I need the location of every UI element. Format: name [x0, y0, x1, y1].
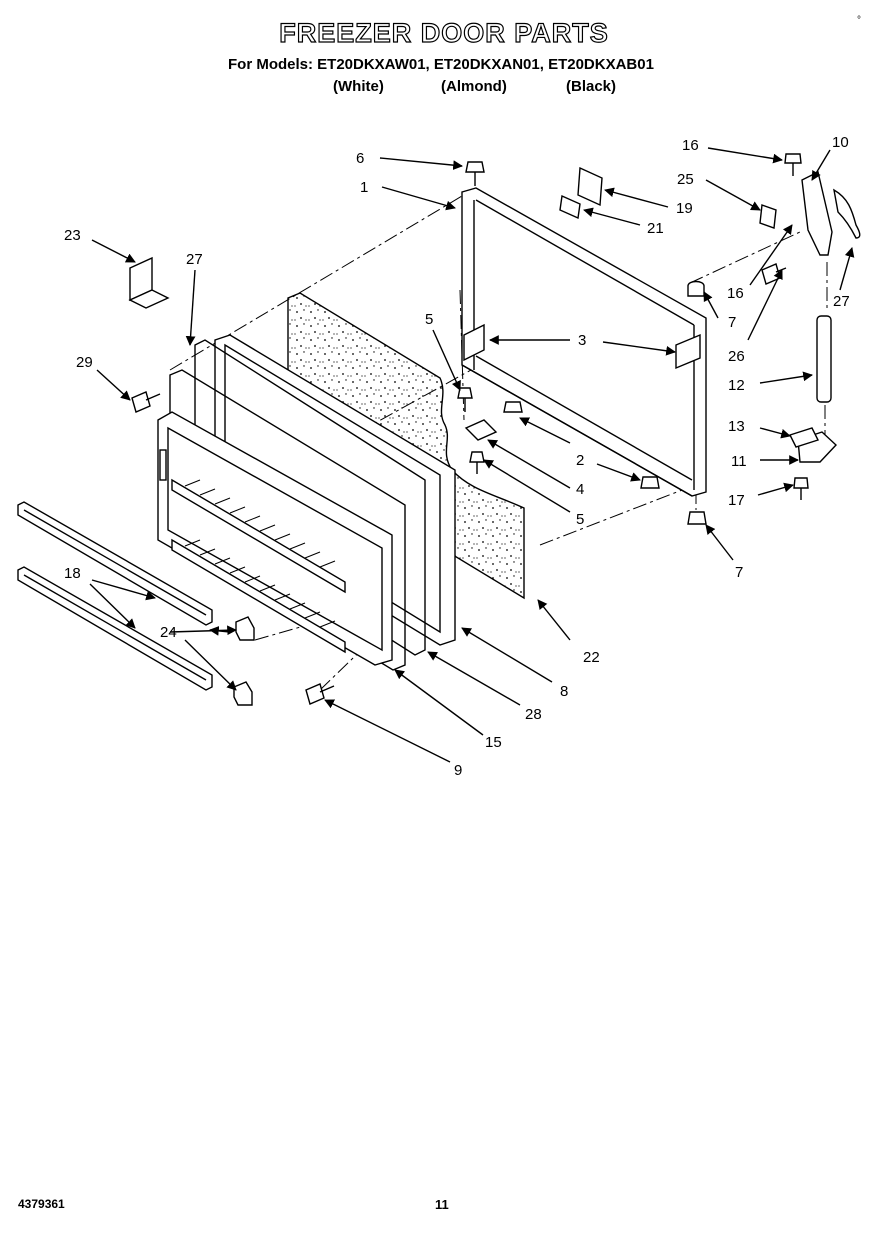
hinge-shim: [789, 427, 819, 448]
bracket: [128, 256, 170, 309]
callout-5b: 5: [576, 511, 584, 528]
callout-13: 13: [728, 418, 745, 435]
end-cap-upper: [235, 616, 255, 641]
callout-18: 19: [676, 200, 693, 217]
leader-arrows: [89, 147, 855, 763]
callout-16: 16: [682, 137, 699, 154]
callout-19: 21: [647, 220, 664, 237]
callout-1: 1: [360, 179, 368, 196]
door-outer-frame: [461, 187, 707, 497]
page-title: FREEZER DOOR PARTS: [279, 17, 609, 48]
screws: [131, 153, 809, 705]
callout-7b: 7: [735, 564, 743, 581]
callout-15: 15: [485, 734, 502, 751]
top-hinge: [801, 170, 833, 256]
variant-white: (White): [333, 78, 384, 95]
hinge-cover: [833, 188, 861, 239]
callout-16b: 17: [728, 492, 745, 509]
model-list: For Models: ET20DKXAW01, ET20DKXAN01, ET…: [228, 56, 654, 73]
callout-22: 24: [160, 624, 177, 641]
callout-3: 3: [578, 332, 586, 349]
callout-26: 23: [64, 227, 81, 244]
callout-21: 22: [583, 649, 600, 666]
page-number: 11: [435, 1197, 449, 1212]
callout-24: 26: [728, 348, 745, 365]
variant-almond: (Almond): [441, 78, 507, 95]
callout-5: 5: [425, 311, 433, 328]
callout-17: 18: [64, 565, 81, 582]
color-variants: (White) (Almond) (Black): [0, 78, 888, 98]
callout-2: 2: [576, 452, 584, 469]
callout-10: 10: [832, 134, 849, 151]
inner-liner: [157, 411, 393, 666]
document-number: 4379361: [18, 1197, 65, 1211]
callout-7: 7: [728, 314, 736, 331]
callout-27: 27: [186, 251, 203, 268]
callout-9: 9: [454, 762, 462, 779]
label-23: [759, 204, 777, 229]
trim-strips: [17, 501, 213, 691]
end-cap-lower: [233, 681, 253, 706]
corner-mark: °: [857, 15, 861, 26]
callout-14: 16: [727, 285, 744, 302]
callout-11: 11: [731, 453, 747, 470]
callout-23: 25: [677, 171, 694, 188]
label-18: [577, 166, 603, 207]
callout-labels: 6 1 19 21 16 25 10 16 7 26 27 12 13 11 1…: [64, 134, 850, 779]
callout-8: 8: [560, 683, 568, 700]
callout-25: 27: [833, 293, 850, 310]
label-19: [559, 194, 581, 220]
callout-6: 6: [356, 150, 364, 167]
callout-4: 4: [576, 481, 584, 498]
callout-12: 12: [728, 377, 745, 394]
variant-black: (Black): [566, 78, 617, 95]
callout-28: 28: [525, 706, 542, 723]
hinge-pin-sleeve: [816, 315, 832, 403]
callout-29: 29: [76, 354, 93, 371]
